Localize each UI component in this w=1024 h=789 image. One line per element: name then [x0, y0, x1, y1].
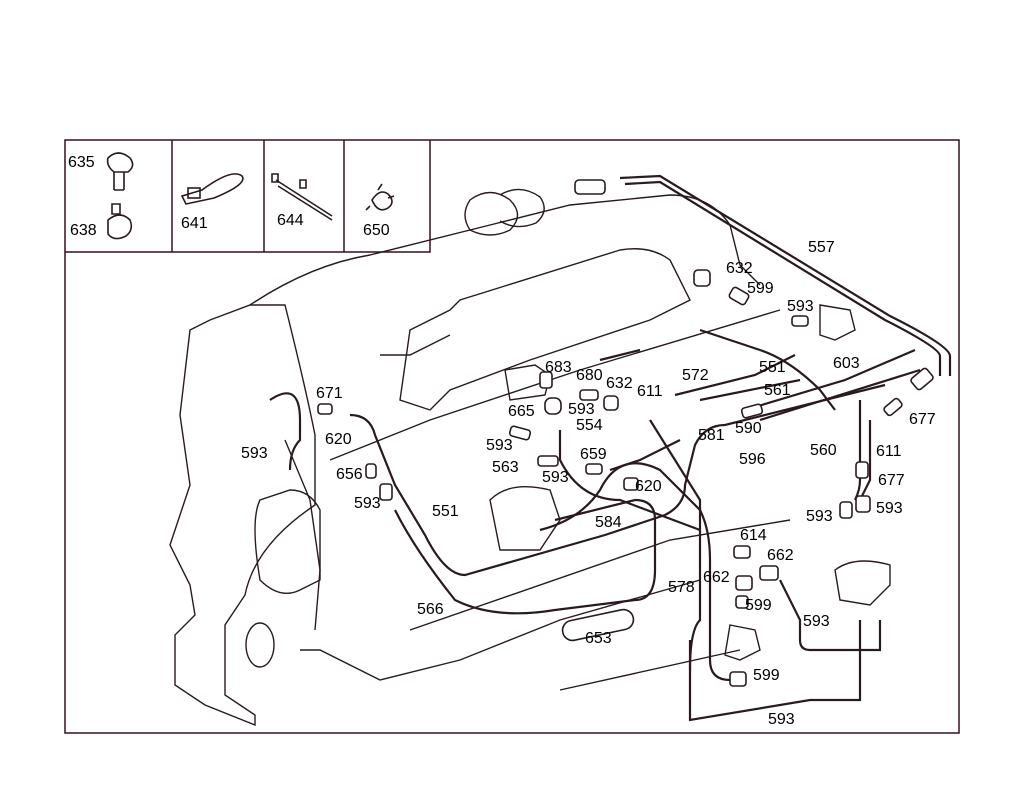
callout-label: 665: [508, 403, 535, 420]
callout-label: 677: [878, 472, 905, 489]
callout-label: 671: [316, 385, 343, 402]
retaining-strap-icon: [271, 173, 333, 221]
callout-label: 581: [698, 427, 725, 444]
callout-label: 611: [637, 383, 663, 400]
callout-label: 653: [585, 630, 612, 647]
callout-label: 677: [909, 411, 936, 428]
callout-label: 662: [767, 547, 794, 564]
callout-label: 561: [764, 382, 791, 399]
callout-label: 656: [336, 466, 363, 483]
callout-label: 662: [703, 569, 730, 586]
callout-label: 593: [486, 437, 513, 454]
callout-label: 614: [740, 527, 767, 544]
label-644: 644: [277, 212, 304, 229]
callout-label: 593: [568, 401, 595, 418]
callout-label: 593: [876, 500, 903, 517]
callout-label: 557: [808, 239, 835, 256]
callout-label: 590: [735, 420, 762, 437]
callout-label: 584: [595, 514, 622, 531]
label-641: 641: [181, 215, 208, 232]
callout-label: 593: [354, 495, 381, 512]
fittings: [317, 179, 934, 687]
callout-label: 566: [417, 601, 444, 618]
callout-label: 599: [745, 597, 772, 614]
callout-label: 620: [635, 478, 662, 495]
callout-label: 659: [580, 446, 607, 463]
callout-label: 593: [803, 613, 830, 630]
callout-label: 632: [606, 375, 633, 392]
hose-clip-icon: [365, 183, 395, 211]
callout-label: 603: [833, 355, 860, 372]
callout-label: 593: [241, 445, 268, 462]
callout-label: 620: [325, 431, 352, 448]
callout-label: 632: [726, 260, 753, 277]
callout-label: 593: [542, 469, 569, 486]
label-635: 635: [68, 154, 95, 171]
callout-label: 611: [876, 443, 902, 460]
hose-clamp-icon: [106, 152, 134, 191]
callout-label: 596: [739, 451, 766, 468]
callout-label: 554: [576, 417, 603, 434]
callout-label: 563: [492, 459, 519, 476]
label-650: 650: [363, 222, 390, 239]
callout-label: 593: [768, 711, 795, 728]
callout-label: 599: [753, 667, 780, 684]
vacuum-hoses: [269, 174, 952, 722]
cable-tie-icon: [180, 173, 244, 205]
label-638: 638: [70, 222, 97, 239]
callout-label: 599: [747, 280, 774, 297]
callout-label: 572: [682, 367, 709, 384]
callout-label: 593: [787, 298, 814, 315]
callout-labels: 635 638 641 644 650 557 632 599 593 551 …: [68, 154, 936, 728]
callout-label: 551: [759, 359, 786, 376]
callout-label: 683: [545, 359, 572, 376]
hose-connector-icon: [107, 203, 133, 240]
callout-label: 551: [432, 503, 459, 520]
callout-label: 680: [576, 367, 603, 384]
callout-label: 560: [810, 442, 837, 459]
diagram-frame: [64, 139, 960, 734]
callout-label: 593: [806, 508, 833, 525]
callout-label: 578: [668, 579, 695, 596]
engine-block-outline: [169, 188, 891, 727]
